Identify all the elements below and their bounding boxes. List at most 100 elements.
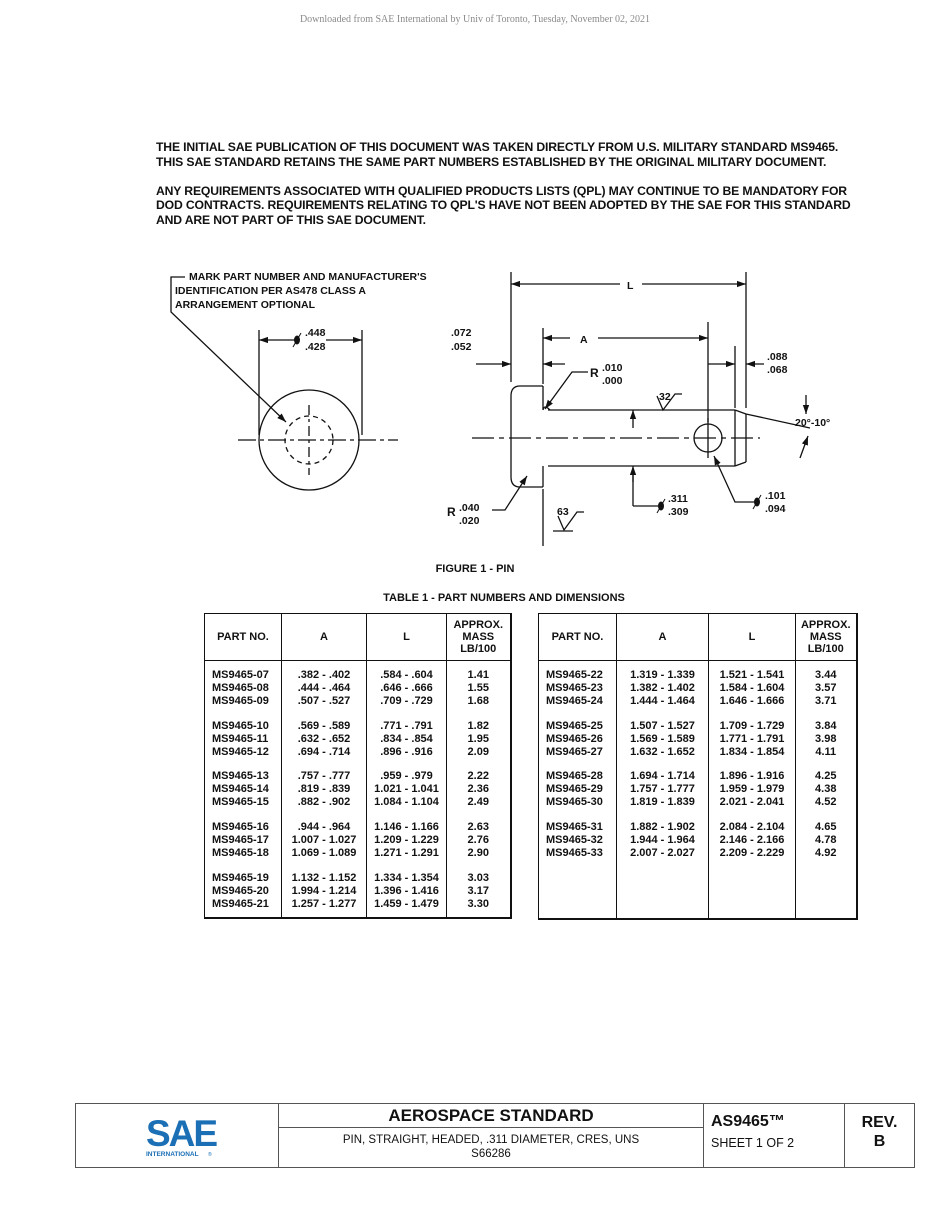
col-header-l: L (366, 613, 447, 661)
head-r-min: .020 (459, 515, 480, 527)
part-number-cell: MS9465-22 (538, 660, 617, 682)
dim-l-cell: 1.709 - 1.729 (708, 707, 796, 733)
mass-cell: 2.63 (446, 809, 511, 835)
dim-a-cell: .632 - .652 (281, 732, 367, 746)
dim-l-cell: 1.834 - 1.854 (708, 745, 796, 759)
sae-logo: SAE INTERNATIONAL ® (146, 1113, 219, 1158)
revision-label: REV. (861, 1114, 898, 1131)
dim-l-label: L (627, 280, 634, 292)
part-number-cell: MS9465-11 (204, 732, 282, 746)
head-thk-max: .072 (451, 327, 472, 339)
mark-note-line-1: MARK PART NUMBER AND MANUFACTURER'S (189, 271, 427, 283)
dim-a-cell: 1.994 - 1.214 (281, 884, 367, 898)
doc-subtitle-line-2: S66286 (471, 1148, 511, 1160)
dim-l-cell: .834 - .854 (366, 732, 447, 746)
dim-a-cell: .694 - .714 (281, 745, 367, 759)
dimensions-table-right: PART NO. A L APPROX. MASS LB/100 MS9465-… (538, 613, 858, 920)
dim-a-cell: 1.757 - 1.777 (616, 783, 709, 797)
part-number-cell: MS9465-24 (538, 694, 617, 708)
part-number-cell: MS9465-17 (204, 834, 282, 847)
dim-a-cell: 1.257 - 1.277 (281, 897, 367, 918)
mass-cell: 1.55 (446, 681, 511, 695)
dim-a-cell: .757 - .777 (281, 758, 367, 784)
dim-l-cell: 1.334 - 1.354 (366, 859, 447, 885)
mass-cell: 1.95 (446, 732, 511, 746)
mass-cell: 2.36 (446, 783, 511, 797)
fillet-r-max: .010 (602, 362, 623, 374)
mass-cell: 4.65 (795, 809, 857, 835)
mass-cell: 2.90 (446, 846, 511, 860)
dim-l-cell: 1.521 - 1.541 (708, 660, 796, 682)
mass-cell: 1.82 (446, 707, 511, 733)
mass-cell: 3.57 (795, 681, 857, 695)
doc-category-title: AEROSPACE STANDARD (279, 1104, 703, 1128)
mass-cell: 3.03 (446, 859, 511, 885)
dim-l-cell: 2.084 - 2.104 (708, 809, 796, 835)
table-filler-row (538, 865, 857, 919)
dim-l-cell: 1.771 - 1.791 (708, 732, 796, 746)
dim-l-cell: .959 - .979 (366, 758, 447, 784)
sheet-number: SHEET 1 OF 2 (711, 1136, 795, 1150)
dim-a-cell: .882 - .902 (281, 796, 367, 810)
title-cell: AEROSPACE STANDARD PIN, STRAIGHT, HEADED… (279, 1104, 704, 1167)
col-header-mass: APPROX. MASS LB/100 (795, 613, 857, 661)
mass-cell: 2.09 (446, 745, 511, 759)
mass-cell: 4.78 (795, 834, 857, 847)
part-number-cell: MS9465-10 (204, 707, 282, 733)
dim-a-cell: 1.444 - 1.464 (616, 694, 709, 708)
sae-logo-subtext: INTERNATIONAL (146, 1151, 199, 1158)
dim-a-cell: 1.319 - 1.339 (616, 660, 709, 682)
dim-l-cell: .771 - .791 (366, 707, 447, 733)
sae-logo-text: SAE (146, 1113, 217, 1154)
dim-a-cell: .382 - .402 (281, 660, 367, 682)
dim-l-cell: 2.146 - 2.166 (708, 834, 796, 847)
dim-l-cell: 1.021 - 1.041 (366, 783, 447, 797)
dim-l-cell: 1.896 - 1.916 (708, 758, 796, 784)
dim-a-cell: 1.882 - 1.902 (616, 809, 709, 835)
shank-dia-min: .309 (668, 506, 689, 518)
download-watermark: Downloaded from SAE International by Uni… (299, 14, 651, 25)
dim-a-cell: .569 - .589 (281, 707, 367, 733)
part-number-cell: MS9465-31 (538, 809, 617, 835)
doc-subtitle: PIN, STRAIGHT, HEADED, .311 DIAMETER, CR… (279, 1128, 703, 1167)
dim-a-cell: 1.507 - 1.527 (616, 707, 709, 733)
svg-text:®: ® (208, 1151, 212, 1158)
dim-l-cell: 2.209 - 2.229 (708, 846, 796, 866)
preface-notes: THE INITIAL SAE PUBLICATION OF THIS DOCU… (156, 140, 856, 242)
part-number-cell: MS9465-16 (204, 809, 282, 835)
part-number-cell: MS9465-07 (204, 660, 282, 682)
dim-l-cell: 1.271 - 1.291 (366, 846, 447, 860)
part-number-cell: MS9465-21 (204, 897, 282, 918)
hole-dia-max: .101 (765, 490, 786, 502)
part-number-cell: MS9465-23 (538, 681, 617, 695)
dim-a-cell: .944 - .964 (281, 809, 367, 835)
mass-cell: 2.22 (446, 758, 511, 784)
dim-l-cell: .709 - .729 (366, 694, 447, 708)
chamfer-angle: 20°-10° (795, 417, 830, 429)
dim-a-cell: 1.382 - 1.402 (616, 681, 709, 695)
mark-note-line-2: IDENTIFICATION PER AS478 CLASS A (175, 285, 366, 297)
dim-l-cell: 1.209 - 1.229 (366, 834, 447, 847)
col-header-l: L (708, 613, 796, 661)
dim-l-cell: 2.021 - 2.041 (708, 796, 796, 810)
dim-a-cell: 1.132 - 1.152 (281, 859, 367, 885)
mass-cell: 3.71 (795, 694, 857, 708)
dim-l-cell: 1.959 - 1.979 (708, 783, 796, 797)
mass-cell: 3.98 (795, 732, 857, 746)
mark-note-line-3: ARRANGEMENT OPTIONAL (175, 299, 316, 311)
doc-number: AS9465™ (711, 1113, 785, 1130)
part-number-cell: MS9465-26 (538, 732, 617, 746)
